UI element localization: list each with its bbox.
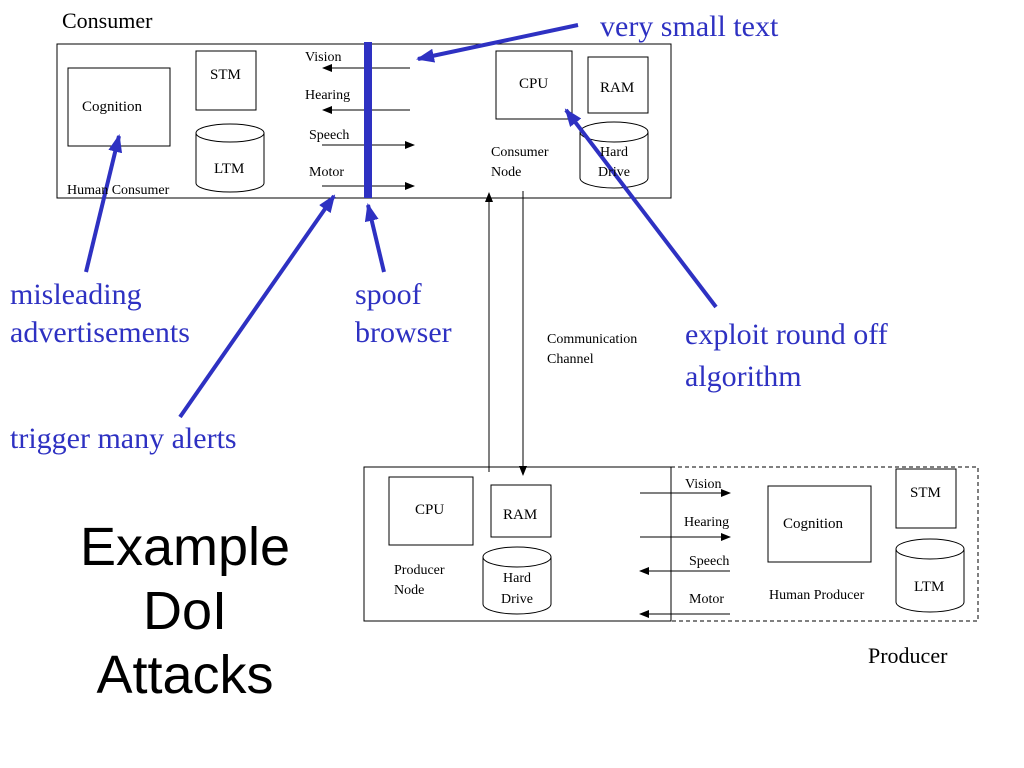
consumer-hard-drive-label-1: Hard [600,145,628,160]
spoof-annotation-2: browser [355,316,452,349]
title-line-2: DoI [142,581,228,641]
producer-ram-box [490,484,552,538]
consumer-label: Consumer [62,8,153,33]
consumer-vision-label: Vision [305,50,342,65]
consumer-cpu-label: CPU [519,76,549,92]
spoof-browser-arrow [364,203,386,273]
human-consumer-label: Human Consumer [67,183,170,198]
consumer-cognition-label: Cognition [82,99,143,115]
very-small-text-annotation: very small text [600,10,779,43]
producer-node-label-1: Producer [394,563,445,578]
consumer-node-label-1: Consumer [491,145,549,160]
title-line-3: Attacks [96,645,274,705]
producer-motor-label: Motor [689,592,724,607]
consumer-hearing-label: Hearing [305,88,351,103]
consumer-ltm-label: LTM [214,161,245,177]
producer-vision-label: Vision [685,477,722,492]
misleading-annotation-1: misleading [10,278,142,311]
producer-cognition-box [767,485,872,563]
consumer-ram-box [587,56,649,114]
consumer-ltm-cylinder [195,123,265,193]
producer-cpu-label: CPU [415,502,445,518]
round-off-arrow [564,108,718,309]
producer-hard-drive-label-1: Hard [503,571,531,586]
consumer-ram-label: RAM [600,80,635,96]
communication-label-2: Channel [547,352,594,367]
consumer-motor-label: Motor [309,165,344,180]
producer-ram-label: RAM [503,507,538,523]
producer-ltm-label: LTM [914,579,945,595]
many-alerts-arrow [178,194,336,419]
producer-node-label-2: Node [394,583,425,598]
round-off-annotation-2: algorithm [685,360,802,393]
producer-hearing-label: Hearing [684,515,730,530]
producer-cognition-label: Cognition [783,516,844,532]
human-producer-label: Human Producer [769,588,865,603]
producer-hard-drive-cylinder [482,546,552,615]
consumer-speech-label: Speech [309,128,350,143]
consumer-node-label-2: Node [491,165,522,180]
communication-label-1: Communication [547,332,638,347]
consumer-stm-label: STM [210,67,241,83]
browser-interface-bar [364,42,372,198]
misleading-annotation-2: advertisements [10,316,190,349]
consumer-hard-drive-cylinder [579,121,649,189]
producer-label: Producer [868,643,948,668]
producer-node-box [363,466,672,622]
consumer-hard-drive-label-2: Drive [598,165,630,180]
many-alerts-annotation: trigger many alerts [10,422,237,455]
misleading-ads-arrow [84,134,123,273]
consumer-cpu-box [495,50,573,120]
slide-title: Example DoI Attacks [40,515,330,707]
consumer-stm-box [195,50,257,111]
title-line-1: Example [79,517,291,577]
round-off-annotation-1: exploit round off [685,318,888,351]
producer-stm-box [895,468,957,529]
producer-stm-label: STM [910,485,941,501]
very-small-text-arrow [416,23,579,63]
producer-ltm-cylinder [895,538,965,613]
spoof-annotation-1: spoof [355,278,422,311]
producer-cpu-box [388,476,474,546]
producer-speech-label: Speech [689,554,730,569]
producer-hard-drive-label-2: Drive [501,592,533,607]
